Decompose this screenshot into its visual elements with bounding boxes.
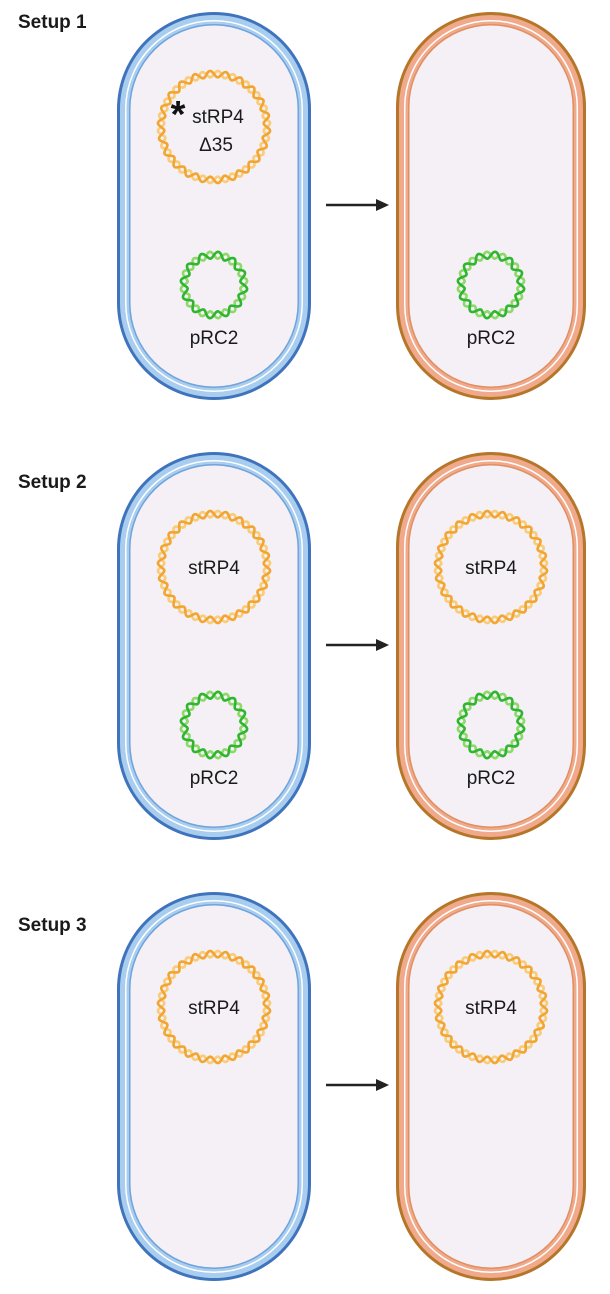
cytoplasm xyxy=(130,25,298,387)
cytoplasm xyxy=(130,465,298,827)
cytoplasm xyxy=(409,465,573,827)
dna-strand-a xyxy=(179,690,249,760)
transfer-arrow-icon xyxy=(326,199,389,211)
plasmid-label: pRC2 xyxy=(467,768,516,789)
plasmid-label: stRP4 xyxy=(465,998,517,1019)
dna-strand-a xyxy=(156,69,272,185)
plasmid-strp4 xyxy=(156,949,272,1065)
plasmid-strp4 xyxy=(433,949,549,1065)
plasmid-sublabel: Δ35 xyxy=(199,135,233,156)
cytoplasm xyxy=(130,905,298,1268)
plasmid-label: stRP4 xyxy=(188,998,240,1019)
plasmid-label: pRC2 xyxy=(190,328,239,349)
transfer-arrow-icon xyxy=(326,1079,389,1091)
plasmid-label: pRC2 xyxy=(190,768,239,789)
recipient-cell xyxy=(396,892,586,1281)
recipient-cell xyxy=(396,12,586,400)
mutation-asterisk-icon: * xyxy=(171,94,186,136)
plasmid-strp4 xyxy=(156,69,272,185)
plasmid-label: stRP4 xyxy=(192,107,244,128)
donor-cell xyxy=(117,892,311,1281)
setup-label: Setup 2 xyxy=(18,472,87,493)
plasmid-strp4 xyxy=(433,509,549,625)
dna-strand-a xyxy=(179,250,249,320)
plasmid-prc2 xyxy=(179,250,249,320)
cytoplasm xyxy=(409,905,573,1268)
plasmid-strp4 xyxy=(156,509,272,625)
dna-strand-a xyxy=(456,690,526,760)
plasmid-prc2 xyxy=(179,690,249,760)
cytoplasm xyxy=(409,25,573,387)
dna-strand-a xyxy=(433,509,549,625)
plasmid-label: pRC2 xyxy=(467,328,516,349)
setup-label: Setup 1 xyxy=(18,12,87,33)
plasmid-prc2 xyxy=(456,690,526,760)
setup-2: Setup 2 stRP4 pRC2 stRP4 pRC2 xyxy=(18,452,586,840)
dna-strand-a xyxy=(156,949,272,1065)
setup-3: Setup 3 stRP4 stRP4 xyxy=(18,892,586,1281)
plasmid-prc2 xyxy=(456,250,526,320)
plasmid-label: stRP4 xyxy=(188,558,240,579)
setup-label: Setup 3 xyxy=(18,915,87,936)
dna-strand-a xyxy=(456,250,526,320)
dna-strand-a xyxy=(156,509,272,625)
transfer-arrow-icon xyxy=(326,639,389,651)
plasmid-label: stRP4 xyxy=(465,558,517,579)
dna-strand-a xyxy=(433,949,549,1065)
